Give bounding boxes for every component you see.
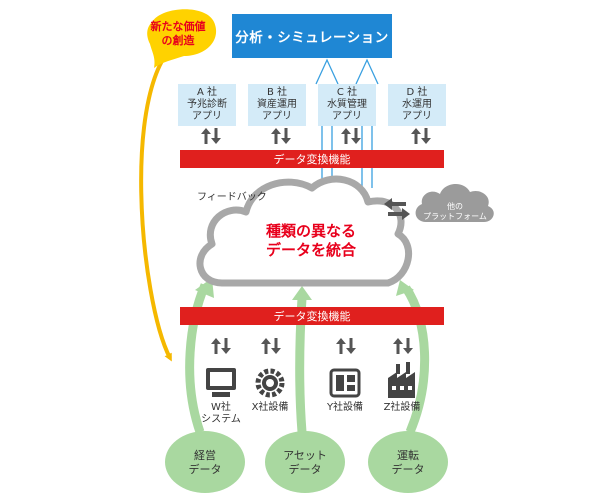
data-conversion-band-lower: データ変換機能 — [180, 307, 444, 325]
device-name: X社設備 — [251, 402, 289, 413]
source-arrowhead-asset — [292, 286, 312, 300]
app-kind: アプリ — [332, 111, 362, 122]
other-platform-label: 他の プラットフォーム — [418, 202, 492, 222]
app-c: C 社 水質管理 アプリ — [318, 84, 376, 126]
feedback-curve — [139, 38, 182, 362]
app-company: A 社 — [196, 87, 218, 98]
source-line1: 運転 — [397, 449, 419, 462]
source-arrowhead-operation — [396, 280, 414, 296]
app-kind: アプリ — [262, 111, 292, 122]
source-line2: データ — [288, 463, 322, 476]
exchange-arrows-icon — [201, 128, 221, 144]
device-w-label: W社 システム — [183, 402, 259, 426]
device-y-label: Y社設備 — [307, 402, 383, 414]
platform-line2: プラットフォーム — [423, 212, 487, 221]
app-function: 水運用 — [402, 99, 432, 110]
device-type: システム — [201, 414, 241, 425]
data-conversion-band-upper: データ変換機能 — [180, 150, 444, 168]
app-d: D 社 水運用 アプリ — [388, 84, 446, 126]
app-box-c — [318, 84, 376, 126]
callout-blob — [147, 9, 217, 68]
app-company: D 社 — [406, 87, 428, 98]
source-arrows — [185, 278, 430, 434]
app-function: 予兆診断 — [187, 99, 227, 110]
source-management-label: 経営 データ — [165, 449, 245, 477]
app-company: B 社 — [266, 87, 288, 98]
exchange-arrows-icon — [271, 128, 291, 144]
exchange-arrows-icon — [336, 338, 356, 354]
device-name: W社 — [211, 402, 231, 413]
gear-icon — [255, 368, 285, 398]
source-line1: アセット — [283, 449, 327, 462]
app-box-d — [388, 84, 446, 126]
analysis-simulation-box: 分析・シミュレーション — [232, 14, 392, 58]
exchange-arrows-icon — [393, 338, 413, 354]
app-function: 水質管理 — [327, 99, 367, 110]
callout-line2: の創造 — [161, 34, 195, 47]
cloud-label: 種類の異なる データを統合 — [236, 222, 386, 260]
cloud-line2: データを統合 — [265, 241, 356, 259]
device-z-label: Z社設備 — [364, 402, 440, 414]
app-function: 資産運用 — [257, 99, 297, 110]
callout-line1: 新たな価値 — [150, 20, 206, 33]
exchange-arrows-icon — [211, 338, 231, 354]
source-arrow-operation — [402, 285, 430, 434]
panel-icon — [329, 368, 361, 398]
source-circles — [165, 431, 448, 493]
exchange-arrows-icon — [341, 128, 361, 144]
app-b: B 社 資産運用 アプリ — [248, 84, 306, 126]
platform-cloud — [415, 183, 494, 222]
device-name: Y社設備 — [326, 402, 364, 413]
app-kind: アプリ — [402, 111, 432, 122]
main-cloud — [196, 175, 412, 287]
app-a: A 社 予兆診断 アプリ — [178, 84, 236, 126]
source-line2: データ — [188, 463, 222, 476]
feedback-label: フィードバック — [197, 192, 267, 203]
exchange-arrows-icon — [411, 128, 431, 144]
device-x-label: X社設備 — [232, 402, 308, 414]
source-line1: 経営 — [194, 449, 216, 462]
factory-icon — [388, 362, 415, 398]
app-box-b — [248, 84, 306, 126]
app-company: C 社 — [336, 87, 358, 98]
source-circle-management — [165, 431, 245, 493]
device-exchange-arrows — [211, 338, 413, 354]
app-kind: アプリ — [192, 111, 222, 122]
app-box-a — [178, 84, 236, 126]
platform-line1: 他の — [447, 202, 463, 211]
callout-new-value: 新たな価値 の創造 — [144, 10, 212, 58]
cloud-line1: 種類の異なる — [265, 222, 356, 240]
source-circle-operation — [368, 431, 448, 493]
platform-exchange-arrows — [384, 198, 410, 220]
app-boxes — [178, 84, 446, 126]
app-exchange-arrows — [201, 128, 431, 144]
source-arrow-management — [185, 283, 210, 434]
device-name: Z社設備 — [383, 402, 421, 413]
source-circle-asset — [265, 431, 345, 493]
source-asset-label: アセット データ — [265, 449, 345, 477]
exchange-arrows-icon — [261, 338, 281, 354]
source-operation-label: 運転 データ — [368, 449, 448, 477]
monitor-icon — [206, 368, 236, 397]
source-line2: データ — [391, 463, 425, 476]
